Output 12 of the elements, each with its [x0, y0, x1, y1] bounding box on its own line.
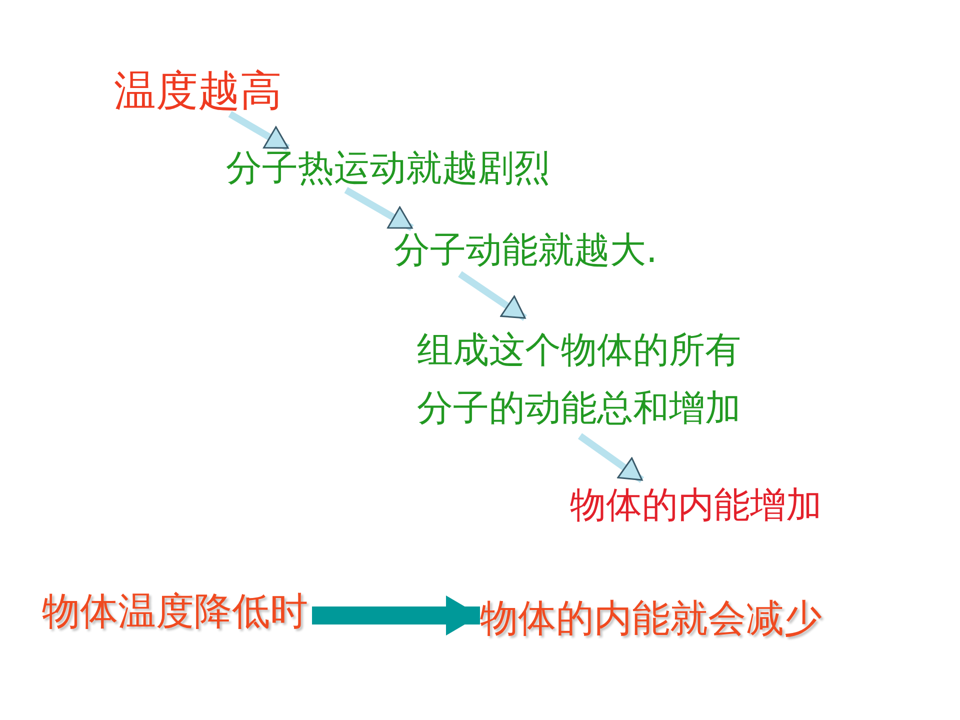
flow-text: 物体的内能增加: [570, 484, 823, 528]
arrow: [312, 596, 480, 636]
flow-text: 组成这个物体的所有分子的动能总和增加: [417, 329, 742, 431]
arrow: [458, 271, 527, 321]
arrow: [344, 186, 414, 232]
flow-text: 物体温度降低时: [42, 590, 309, 634]
flow-text: 分子热运动就越剧烈: [226, 148, 551, 190]
flow-text: 物体的内能就会减少: [480, 596, 823, 642]
arrow: [228, 110, 290, 152]
flow-text: 温度越高: [114, 68, 283, 114]
flow-text: 分子动能就越大.: [394, 229, 658, 273]
arrow: [578, 433, 644, 483]
